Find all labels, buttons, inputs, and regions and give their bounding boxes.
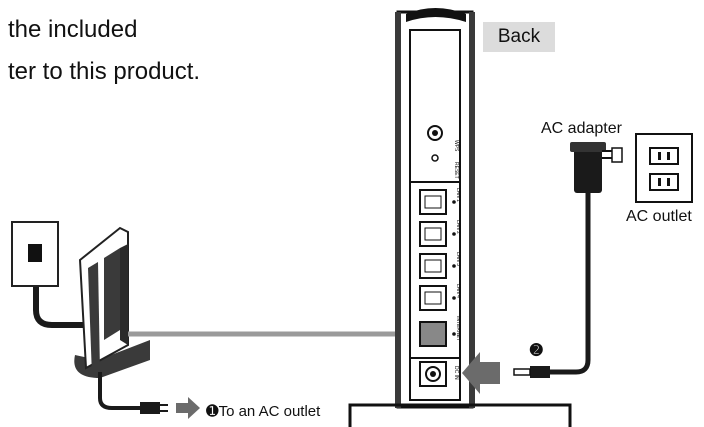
reset-hole: [431, 154, 439, 162]
dc-plug-icon: [513, 366, 550, 378]
ac-adapter-label: AC adapter: [541, 120, 622, 137]
instruction-line-1: the included: [8, 16, 138, 43]
lan-port-3: [419, 253, 447, 279]
label-dc: DC IN: [453, 366, 459, 380]
arrow-right-icon: [176, 397, 200, 419]
instruction-line-2: ter to this product.: [8, 58, 201, 85]
label-lan4: LAN 4: [455, 284, 461, 298]
step2-marker: ➋: [530, 342, 543, 359]
label-internet: INTERNET: [455, 316, 461, 341]
label-lan3: LAN 3: [455, 252, 461, 266]
label-lan1: LAN 1: [455, 188, 461, 202]
label-wps: WPS: [453, 140, 459, 152]
wps-button: [427, 125, 443, 141]
router-power-cable: [98, 372, 140, 410]
router-side-view: [74, 226, 150, 378]
arrow-left-icon: [462, 352, 500, 394]
label-lan2: LAN 2: [455, 220, 461, 234]
back-label: Back: [483, 22, 555, 52]
lan-port-2: [419, 221, 447, 247]
internet-port: [419, 321, 447, 347]
plug-icon: [140, 402, 168, 414]
lan-port-1: [419, 189, 447, 215]
step1-label: ➊To an AC outlet: [206, 403, 321, 420]
ac-outlet: [635, 133, 693, 203]
router-back-view: WPS RESET LAN 1 LAN 2 LAN 3 LAN 4 INTERN…: [395, 8, 475, 409]
router-stand: [348, 403, 572, 427]
ac-outlet-label: AC outlet: [626, 208, 692, 225]
adapter-cable: [548, 193, 591, 375]
ac-adapter: [570, 142, 623, 193]
lan-port-4: [419, 285, 447, 311]
label-reset: RESET: [453, 162, 459, 179]
wall-cable: [33, 262, 92, 328]
